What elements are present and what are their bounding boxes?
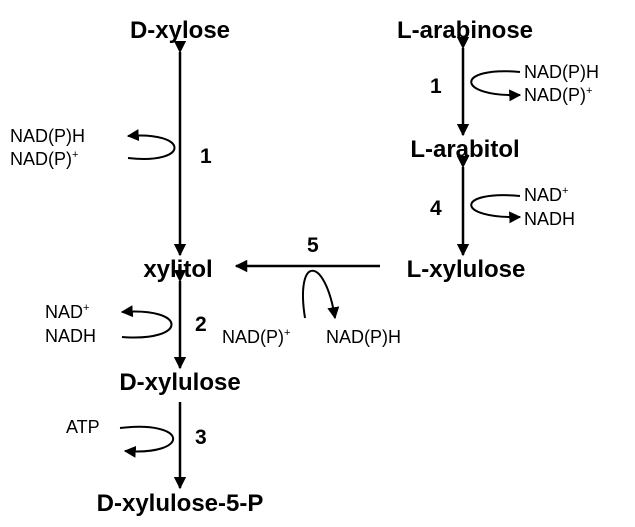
l-arabinose-label: L-arabinose [397, 17, 533, 44]
xylitol-label: xylitol [143, 256, 212, 283]
d-xylulose-label: D-xylulose [119, 369, 240, 396]
step1-left-cofactor-bottom: NAD(P)+ [10, 149, 78, 169]
step2-number: 2 [195, 313, 207, 336]
step5-cofactor-left: NAD(P)+ [222, 327, 290, 347]
step2-cofactor-curve [120, 305, 173, 339]
step4-cofactor-bottom: NADH [524, 209, 575, 229]
step1-right-number: 1 [430, 75, 442, 98]
step4-cofactor-curve [470, 194, 522, 224]
step5-cofactor-curve [302, 270, 340, 320]
step4-number: 4 [430, 197, 442, 220]
step1-left-cofactor-curve [126, 129, 176, 160]
step3-cofactor-in: ATP [66, 417, 100, 437]
step5-number: 5 [307, 234, 319, 257]
step3-number: 3 [195, 426, 207, 449]
step1-left-number: 1 [200, 145, 212, 168]
l-arabitol-label: L-arabitol [410, 136, 519, 163]
step2-cofactor-bottom: NADH [45, 326, 96, 346]
step1-left-cofactor-top: NAD(P)H [10, 126, 85, 146]
step3-cofactor-curve [119, 425, 175, 458]
d-xylose-label: D-xylose [130, 17, 230, 44]
step1-right-cofactor-top: NAD(P)H [524, 62, 599, 82]
step5-cofactor-right: NAD(P)H [326, 327, 401, 347]
step1-right-cofactor-bottom: NAD(P)+ [524, 85, 592, 105]
step4-cofactor-top: NAD+ [524, 185, 568, 205]
step2-cofactor-top: NAD+ [45, 302, 89, 322]
d-xylulose-5p-label: D-xylulose-5-P [97, 490, 264, 517]
l-xylulose-label: L-xylulose [407, 256, 526, 283]
step1-right-cofactor-curve [470, 70, 522, 102]
